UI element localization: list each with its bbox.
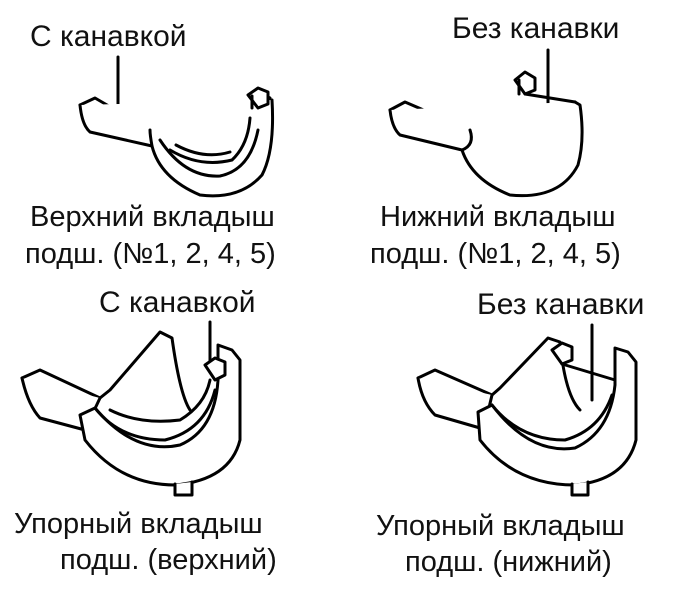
caption-lower-shell-line2: подш. (№1, 2, 4, 5) <box>370 238 621 270</box>
label-with-groove-top: С канавкой <box>30 20 187 53</box>
label-without-groove-bottom: Без канавки <box>477 288 645 321</box>
caption-lower-thrust-line2: подш. (нижний) <box>405 546 612 578</box>
label-with-groove-bottom: С канавкой <box>99 286 256 319</box>
caption-lower-shell-line1: Нижний вкладыш <box>380 201 616 233</box>
caption-upper-shell-line2: подш. (№1, 2, 4, 5) <box>25 238 276 270</box>
caption-upper-thrust-line2: подш. (верхний) <box>60 544 277 576</box>
label-without-groove-top: Без канавки <box>452 12 620 45</box>
caption-upper-thrust-line1: Упорный вкладыш <box>14 508 263 540</box>
caption-lower-thrust-line1: Упорный вкладыш <box>376 510 625 542</box>
caption-upper-shell-line1: Верхний вкладыш <box>30 201 275 233</box>
